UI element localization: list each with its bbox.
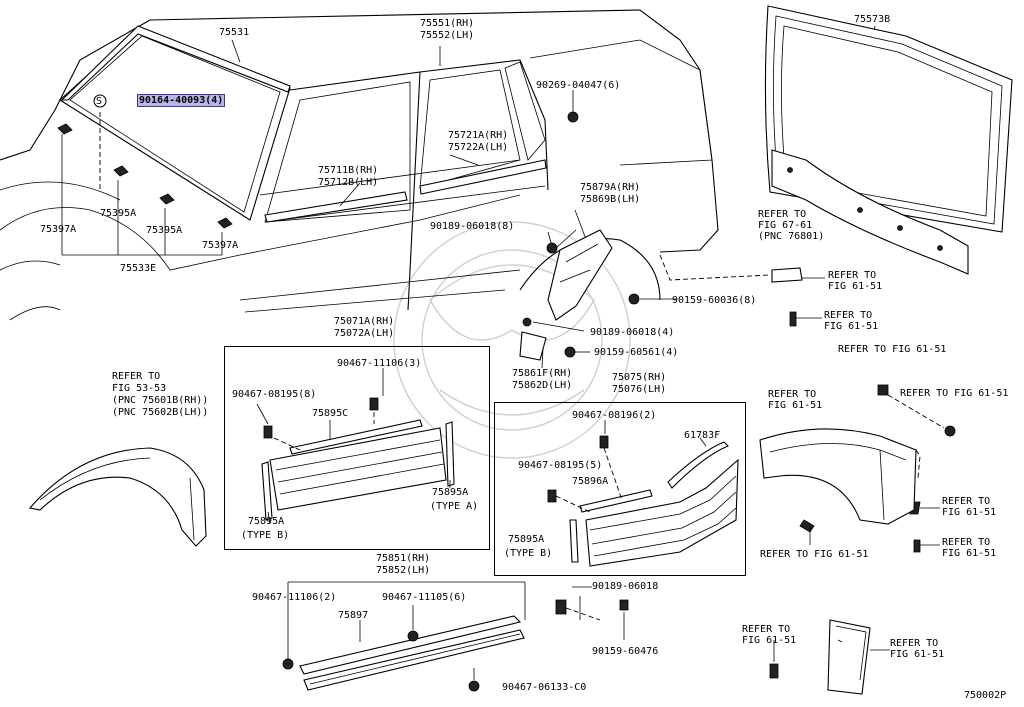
label-75895c[interactable]: 75895C — [312, 408, 349, 419]
refer-fig-61-51-8-line2[interactable]: FIG 61-51 — [742, 635, 797, 646]
refer-fig-61-51-6-line2[interactable]: FIG 61-51 — [942, 548, 997, 559]
label-75076[interactable]: 75076(LH) — [612, 384, 667, 395]
label-90467-11105-6[interactable]: 90467-11105(6) — [382, 592, 467, 603]
refer-fig-61-51-5-line1: REFER TO — [942, 496, 991, 507]
mud-flap — [827, 619, 890, 695]
label-90189-b[interactable]: 90189-06018(4) — [590, 327, 675, 338]
label-75395a-1[interactable]: 75395A — [100, 208, 137, 219]
refer-fig-61-51-8-line1: REFER TO — [742, 624, 791, 635]
label-75573b[interactable]: 75573B — [854, 14, 891, 25]
label-90164-40093-highlighted[interactable]: 90164-40093(4) — [137, 94, 226, 107]
rocker-moulding — [282, 581, 629, 692]
refer-fig-61-51-2-line2[interactable]: FIG 61-51 — [824, 321, 879, 332]
label-90159-b[interactable]: 90159-60561(4) — [594, 347, 679, 358]
label-75552[interactable]: 75552(LH) — [420, 30, 475, 41]
refer-fig-61-51-9-line1: REFER TO — [890, 638, 939, 649]
label-90467-08195-8[interactable]: 90467-08195(8) — [232, 389, 317, 400]
refer-fig-67-61-line2[interactable]: FIG 67-61 — [758, 220, 813, 231]
label-75712b[interactable]: 75712B(LH) — [318, 177, 379, 188]
refer-fig-53-53-line3: (PNC 75601B(RH)) — [112, 395, 209, 406]
label-90189-a[interactable]: 90189-06018(8) — [430, 221, 515, 232]
label-90467-11106-2[interactable]: 90467-11106(2) — [252, 592, 337, 603]
label-type-b-2: (TYPE B) — [504, 548, 553, 559]
rear-fender-flare — [759, 428, 921, 525]
refer-fig-61-51-1-line2[interactable]: FIG 61-51 — [828, 281, 883, 292]
circle-marker: S — [96, 96, 103, 107]
label-75711b[interactable]: 75711B(RH) — [318, 165, 379, 176]
refer-fig-61-51-2-line1: REFER TO — [824, 310, 873, 321]
refer-fig-67-61-line3: (PNC 76801) — [758, 231, 825, 242]
label-90159-a[interactable]: 90159-60036(8) — [672, 295, 757, 306]
refer-fig-61-51-3[interactable]: REFER TO FIG 61-51 — [900, 388, 1009, 399]
label-75895a-1[interactable]: 75895A — [432, 487, 469, 498]
label-75896a[interactable]: 75896A — [572, 476, 609, 487]
label-75851[interactable]: 75851(RH) — [376, 553, 431, 564]
label-75861f[interactable]: 75861F(RH) — [512, 368, 573, 379]
label-75869b[interactable]: 75869B(LH) — [580, 194, 641, 205]
refer-fig-61-51-9-line2[interactable]: FIG 61-51 — [890, 649, 945, 660]
label-90269[interactable]: 90269-04047(6) — [536, 80, 621, 91]
vehicle-body — [0, 9, 771, 321]
label-75879a[interactable]: 75879A(RH) — [580, 182, 641, 193]
front-door-moulding-box — [224, 346, 490, 550]
label-75551[interactable]: 75551(RH) — [420, 18, 475, 29]
label-75397a-left[interactable]: 75397A — [40, 224, 77, 235]
refer-fig-53-53-line2[interactable]: FIG 53-53 — [112, 383, 167, 394]
refer-fig-61-51-4-line2[interactable]: FIG 61-51 — [768, 400, 823, 411]
label-90159-c[interactable]: 90159-60476 — [592, 646, 659, 657]
label-90189-c[interactable]: 90189-06018 — [592, 581, 659, 592]
rear-door-moulding-box — [494, 402, 746, 576]
leader-lines-top — [231, 25, 876, 251]
label-type-a: (TYPE A) — [430, 501, 479, 512]
refer-fig-53-53-line4: (PNC 75602B(LH)) — [112, 407, 209, 418]
label-75862d[interactable]: 75862D(LH) — [512, 380, 573, 391]
refer-fig-61-51-1-line1: REFER TO — [828, 270, 877, 281]
label-75852[interactable]: 75852(LH) — [376, 565, 431, 576]
label-75395a-2[interactable]: 75395A — [146, 225, 183, 236]
front-fender-flare — [28, 447, 207, 547]
label-75721a[interactable]: 75721A(RH) — [448, 130, 509, 141]
label-type-b-1: (TYPE B) — [241, 530, 290, 541]
label-75897[interactable]: 75897 — [338, 610, 369, 621]
refer-fig-61-51-6-line1: REFER TO — [942, 537, 991, 548]
refer-fig-61-51-7[interactable]: REFER TO FIG 61-51 — [760, 549, 869, 560]
refer-fasteners — [769, 267, 956, 679]
label-90467-06133[interactable]: 90467-06133-C0 — [502, 682, 587, 693]
label-90467-08195-5[interactable]: 90467-08195(5) — [518, 460, 603, 471]
label-75531[interactable]: 75531 — [219, 27, 250, 38]
label-61783f[interactable]: 61783F — [684, 430, 721, 441]
label-75075[interactable]: 75075(RH) — [612, 372, 667, 383]
rear-panel-bracket — [771, 149, 969, 275]
wheel-arch-moulding — [519, 111, 676, 369]
label-75533e[interactable]: 75533E — [120, 263, 157, 274]
label-75722a[interactable]: 75722A(LH) — [448, 142, 509, 153]
label-75072a[interactable]: 75072A(LH) — [334, 328, 395, 339]
label-75895a-3[interactable]: 75895A — [508, 534, 545, 545]
diagram-code: 750002P — [964, 690, 1007, 701]
label-90467-11106-3[interactable]: 90467-11106(3) — [337, 358, 422, 369]
windshield-clips — [57, 94, 233, 256]
label-75071a[interactable]: 75071A(RH) — [334, 316, 395, 327]
label-90467-08196-2[interactable]: 90467-08196(2) — [572, 410, 657, 421]
label-75397a-right[interactable]: 75397A — [202, 240, 239, 251]
label-75895a-2[interactable]: 75895A — [248, 516, 285, 527]
refer-fig-61-51-5-line2[interactable]: FIG 61-51 — [942, 507, 997, 518]
refer-fig-53-53-line1: REFER TO — [112, 371, 161, 382]
refer-fig-61-51-top[interactable]: REFER TO FIG 61-51 — [838, 344, 947, 355]
refer-fig-61-51-4-line1: REFER TO — [768, 389, 817, 400]
rear-door-moulding-set — [547, 420, 739, 567]
front-door-moulding-set — [256, 368, 455, 525]
refer-fig-67-61-line1: REFER TO — [758, 209, 807, 220]
